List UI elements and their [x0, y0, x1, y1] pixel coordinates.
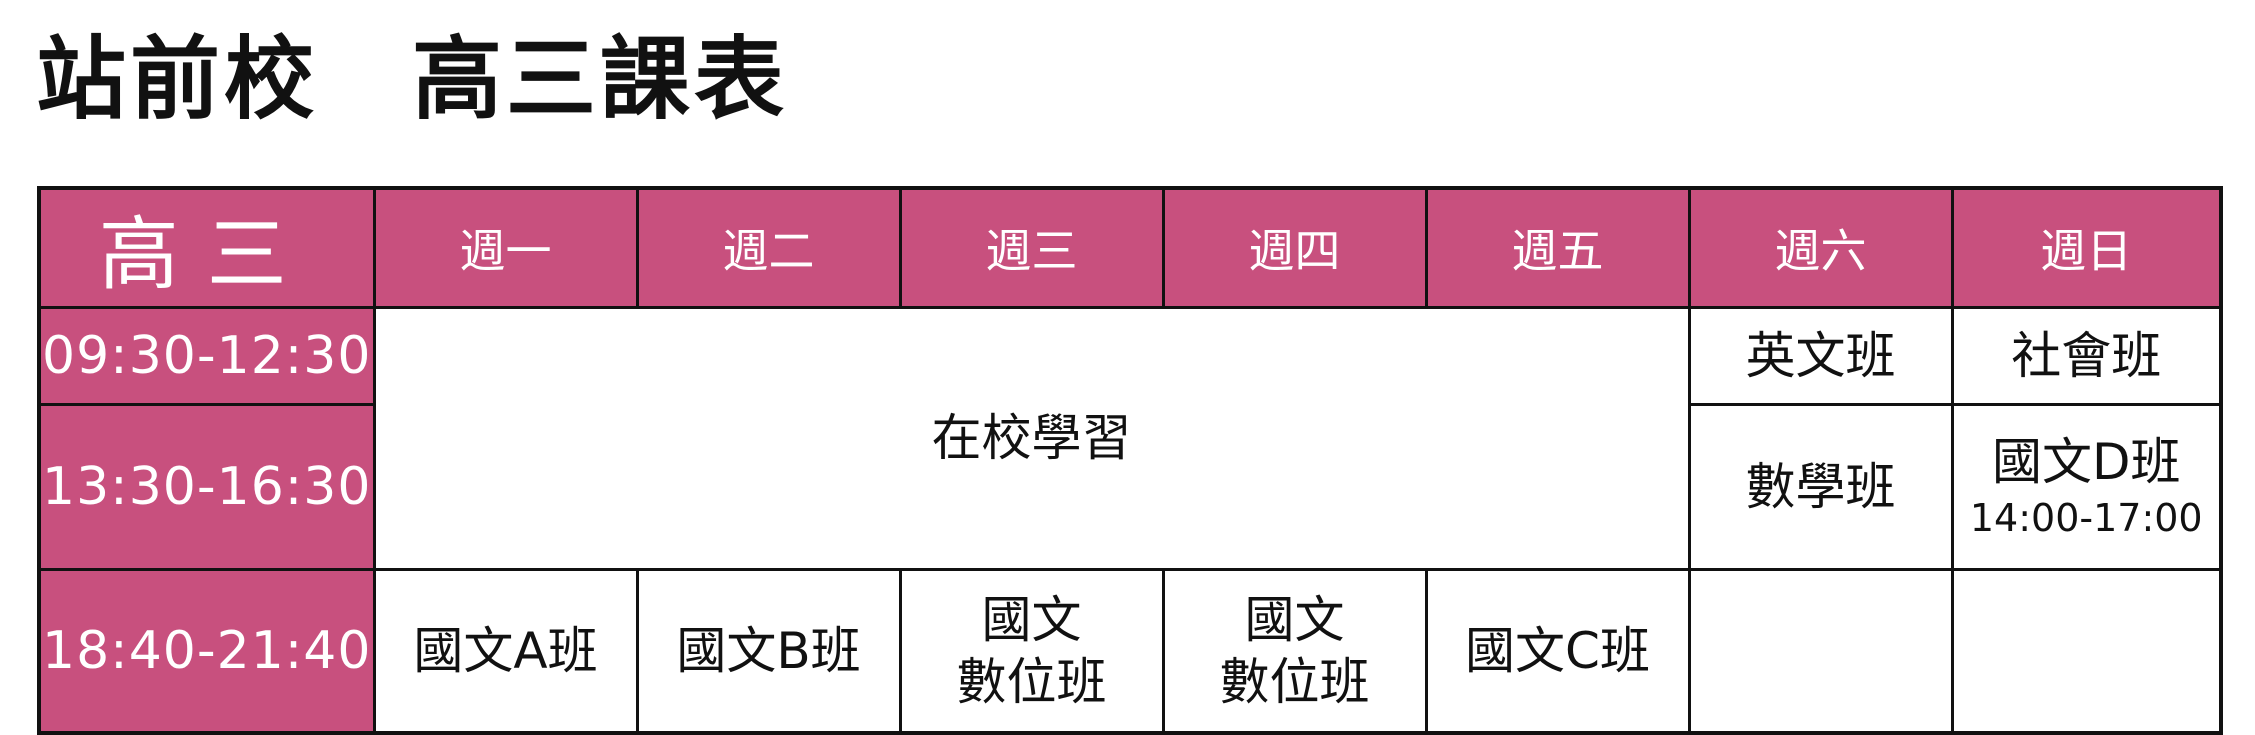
sun-evening-empty	[1950, 568, 2223, 735]
wed-evening-line2: 數位班	[956, 653, 1107, 711]
morning-row: 09:30-12:30 在校學習 英文班 社會班	[37, 306, 2223, 571]
sun-afternoon-cell: 國文D班 14:00-17:00	[1950, 403, 2223, 571]
sat-morning-class: 英文班	[1687, 306, 1954, 406]
day-header-tue: 週二	[635, 186, 902, 309]
thu-evening-line2: 數位班	[1219, 653, 1370, 711]
tue-evening-class: 國文B班	[635, 568, 902, 735]
time-slot-afternoon: 13:30-16:30	[37, 403, 376, 571]
day-header-fri: 週五	[1424, 186, 1691, 309]
page-title: 站前校 高三課表	[36, 27, 788, 132]
day-header-wed: 週三	[898, 186, 1165, 309]
sun-morning-class: 社會班	[1950, 306, 2223, 406]
afternoon-row: 13:30-16:30 數學班 國文D班 14:00-17:00	[37, 403, 2223, 571]
time-slot-morning: 09:30-12:30	[37, 306, 376, 406]
day-header-sat: 週六	[1687, 186, 1954, 309]
day-header-sun: 週日	[1950, 186, 2223, 309]
day-header-thu: 週四	[1161, 186, 1428, 309]
thu-evening-cell: 國文 數位班	[1161, 568, 1428, 735]
mon-evening-class: 國文A班	[372, 568, 639, 735]
evening-row: 18:40-21:40 國文A班 國文B班 國文 數位班 國文 數位班 國文C班	[37, 568, 2223, 735]
sun-afternoon-class: 國文D班	[1991, 433, 2181, 492]
fri-evening-class: 國文C班	[1424, 568, 1691, 735]
in-school-cell: 在校學習	[372, 306, 1691, 571]
schedule-table: 高三 週一 週二 週三 週四 週五 週六 週日 09:30-12:30 在校學習…	[37, 186, 2223, 735]
sat-afternoon-class: 數學班	[1687, 403, 1954, 571]
wed-evening-cell: 國文 數位班	[898, 568, 1165, 735]
sat-evening-empty	[1687, 568, 1954, 735]
thu-evening-line1: 國文	[1244, 590, 1345, 649]
day-header-mon: 週一	[372, 186, 639, 309]
time-slot-evening: 18:40-21:40	[37, 568, 376, 735]
wed-evening-line1: 國文	[981, 590, 1082, 649]
sun-afternoon-time: 14:00-17:00	[1969, 495, 2203, 540]
header-row: 高三 週一 週二 週三 週四 週五 週六 週日	[37, 186, 2223, 309]
grade-label: 高三	[37, 186, 376, 309]
